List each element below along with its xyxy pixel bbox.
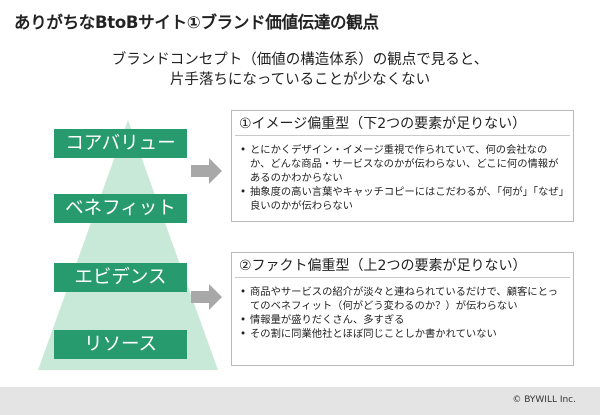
fact-biased-title: ②ファクト偏重型（上2つの要素が足りない） xyxy=(235,257,570,278)
image-biased-box: ①イメージ偏重型（下2つの要素が足りない） とにかくデザイン・イメージ重視で作ら… xyxy=(231,110,574,222)
page-title: ありがちなBtoBサイト①ブランド価値伝達の観点 xyxy=(14,13,379,32)
pyramid-level-evidence: エビデンス xyxy=(54,263,187,292)
image-biased-title: ①イメージ偏重型（下2つの要素が足りない） xyxy=(235,115,570,136)
list-item: 情報量が盛りだくさん、多すぎる xyxy=(240,313,567,327)
subtitle-line-1: ブランドコンセプト（価値の構造体系）の観点で見ると、 xyxy=(111,52,489,68)
arrow-right-icon xyxy=(191,284,222,310)
image-biased-list: とにかくデザイン・イメージ重視で作られていて、何の会社なのか、どんな商品・サービ… xyxy=(240,143,567,213)
fact-biased-list: 商品やサービスの紹介が淡々と連ねられているだけで、顧客にとってのベネフィット（何… xyxy=(240,285,567,341)
pyramid-triangle xyxy=(38,120,218,370)
list-item: その割に同業他社とほぼ同じことしか書かれていない xyxy=(240,327,567,341)
fact-biased-box: ②ファクト偏重型（上2つの要素が足りない） 商品やサービスの紹介が淡々と連ねられ… xyxy=(231,252,574,366)
subtitle: ブランドコンセプト（価値の構造体系）の観点で見ると、 片手落ちになっていることが… xyxy=(0,50,600,90)
pyramid-level-benefit: ベネフィット xyxy=(54,194,187,223)
pyramid-level-resource: リソース xyxy=(54,330,187,359)
list-item: 商品やサービスの紹介が淡々と連ねられているだけで、顧客にとってのベネフィット（何… xyxy=(240,285,567,313)
list-item: 抽象度の高い言葉やキャッチコピーにはこだわるが、「何が」「なぜ」良いのかが伝わら… xyxy=(240,185,567,213)
pyramid-level-core-value: コアバリュー xyxy=(54,129,187,158)
subtitle-line-2: 片手落ちになっていることが少なくない xyxy=(169,72,431,88)
arrow-right-icon xyxy=(191,158,222,184)
list-item: とにかくデザイン・イメージ重視で作られていて、何の会社なのか、どんな商品・サービ… xyxy=(240,143,567,185)
copyright: © BYWILL Inc. xyxy=(512,395,576,405)
footer-bar: © BYWILL Inc. xyxy=(0,387,600,415)
